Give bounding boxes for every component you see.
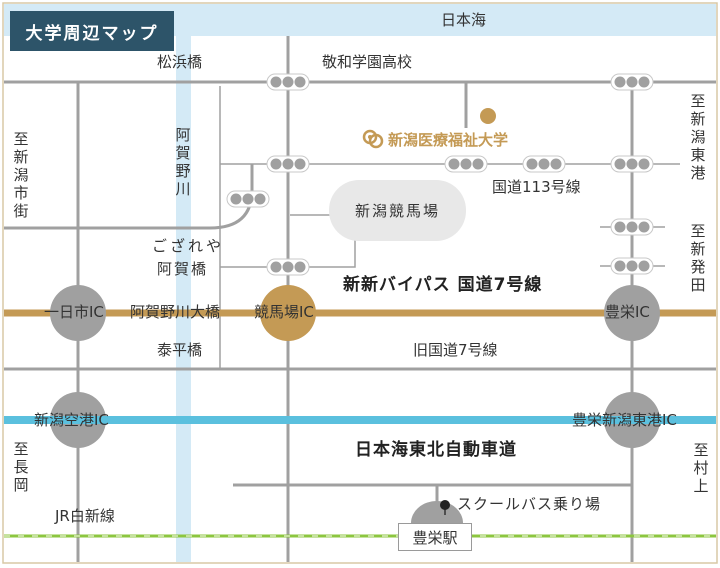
traffic-light-lamp	[614, 158, 626, 170]
label-old-route7: 旧国道7号線	[413, 341, 498, 359]
traffic-light-icon	[610, 155, 654, 173]
traffic-light-lamp	[638, 221, 650, 233]
traffic-light-icon	[522, 155, 566, 173]
label-ic-toyosaka-higashiko: 豊栄新潟東港IC	[572, 411, 677, 429]
traffic-light-lamp	[254, 193, 266, 205]
traffic-light-lamp	[294, 261, 306, 273]
label-aganogawa-ohashi: 阿賀野川大橋	[130, 303, 221, 321]
university-logo-icon	[362, 129, 384, 149]
direction-nagaoka: 至長岡	[13, 440, 29, 494]
label-bypass: 新新バイパス 国道7号線	[343, 275, 543, 295]
traffic-light-lamp	[294, 158, 306, 170]
university-name: 新潟医療福祉大学	[388, 130, 509, 149]
traffic-light-lamp	[550, 158, 562, 170]
traffic-light-lamp	[638, 158, 650, 170]
label-route113: 国道113号線	[492, 178, 581, 196]
label-ic-toyosaka: 豊栄IC	[605, 303, 650, 321]
ic-ichinichi-marker[interactable]	[50, 285, 106, 341]
traffic-light-lamp	[614, 221, 626, 233]
label-agabashi: 阿賀橋	[157, 260, 209, 278]
traffic-light-lamp	[614, 260, 626, 272]
university-label[interactable]: 新潟医療福祉大学	[362, 128, 508, 150]
traffic-light-lamp	[638, 260, 650, 272]
direction-niigata-higashiko: 至新潟東港	[690, 92, 706, 182]
label-river: 阿賀野川	[175, 126, 191, 198]
traffic-light-icon	[266, 73, 310, 91]
traffic-light-lamp	[294, 76, 306, 88]
traffic-light-lamp	[472, 158, 484, 170]
traffic-light-lamp	[270, 261, 282, 273]
racecourse-area[interactable]: 新潟競馬場	[329, 180, 466, 241]
traffic-light-lamp	[242, 193, 254, 205]
road-agabashi	[220, 240, 356, 268]
traffic-light-lamp	[460, 158, 472, 170]
label-school: 敬和学園高校	[322, 53, 413, 71]
ic-toyosaka-marker[interactable]	[604, 285, 660, 341]
traffic-light-lamp	[538, 158, 550, 170]
traffic-light-lamp	[282, 76, 294, 88]
river-aganogawa	[176, 36, 191, 562]
bus-stop-pin-icon[interactable]	[440, 500, 450, 510]
traffic-light-icon	[266, 258, 310, 276]
traffic-light-lamp	[638, 76, 650, 88]
traffic-light-lamp	[230, 193, 242, 205]
station-marker	[411, 501, 463, 523]
traffic-light-icon	[266, 155, 310, 173]
direction-niigata-city: 至新潟市街	[13, 130, 29, 220]
traffic-light-icon	[444, 155, 488, 173]
traffic-light-lamp	[282, 158, 294, 170]
traffic-light-icon	[226, 190, 270, 208]
traffic-light-lamp	[270, 76, 282, 88]
label-expressway: 日本海東北自動車道	[355, 440, 517, 460]
direction-murakami: 至村上	[693, 441, 709, 495]
traffic-light-lamp	[282, 261, 294, 273]
traffic-light-icon	[610, 257, 654, 275]
traffic-light-lamp	[626, 221, 638, 233]
ic-keibajo-marker[interactable]	[260, 285, 316, 341]
university-location-dot[interactable]	[480, 108, 496, 124]
traffic-light-lamp	[270, 158, 282, 170]
map-title: 大学周辺マップ	[10, 11, 174, 51]
racecourse-label: 新潟競馬場	[354, 202, 440, 220]
traffic-light-lamp	[614, 76, 626, 88]
label-matsuhama-bridge: 松浜橋	[157, 53, 203, 71]
station-name: 豊栄駅	[412, 528, 458, 547]
traffic-light-lamp	[626, 76, 638, 88]
traffic-light-lamp	[526, 158, 538, 170]
traffic-light-lamp	[626, 260, 638, 272]
traffic-light-lamp	[626, 158, 638, 170]
label-bus-stop: スクールバス乗り場	[457, 495, 602, 513]
traffic-light-lamp	[448, 158, 460, 170]
label-gozareya: ござれや	[152, 237, 225, 255]
label-taihei-bridge: 泰平橋	[157, 341, 203, 359]
station-label-box[interactable]: 豊栄駅	[398, 523, 472, 551]
direction-shibata: 至新発田	[690, 222, 706, 294]
label-sea: 日本海	[441, 11, 487, 29]
label-railway: JR白新線	[55, 507, 115, 525]
label-ic-airport: 新潟空港IC	[34, 411, 109, 429]
traffic-light-icon	[610, 73, 654, 91]
traffic-light-icon	[610, 218, 654, 236]
label-ic-ichinichi: 一日市IC	[44, 303, 104, 321]
label-ic-keibajo: 競馬場IC	[254, 303, 314, 321]
traffic-lights	[226, 73, 654, 276]
